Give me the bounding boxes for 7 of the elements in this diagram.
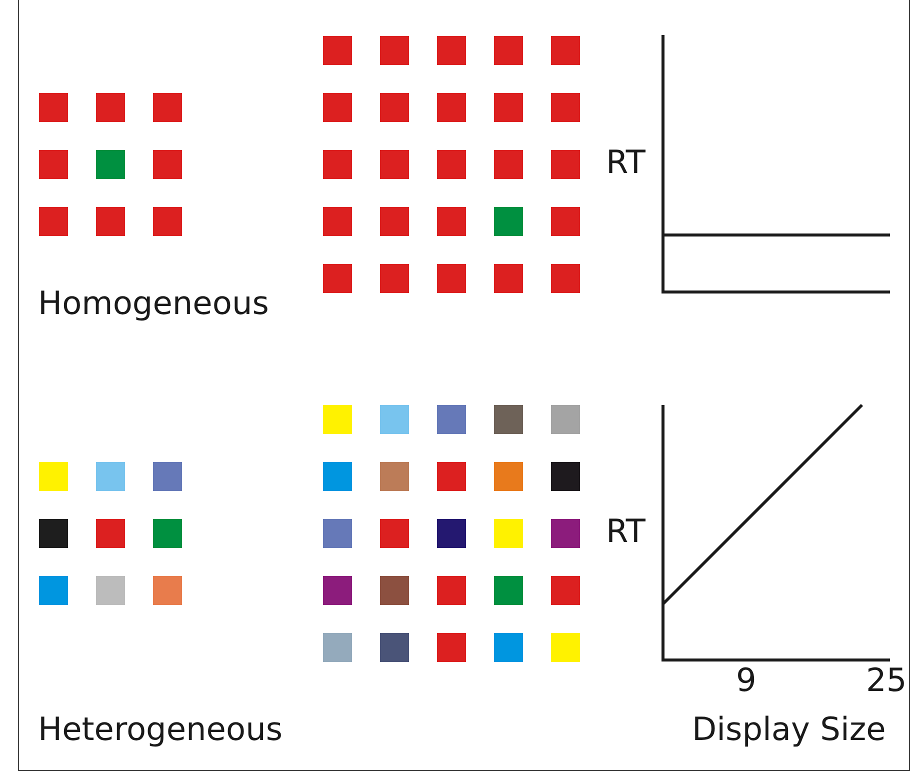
axis-label: Heterogeneous (38, 713, 283, 745)
axis-label: RT (606, 146, 646, 178)
axis-label: RT (606, 515, 646, 547)
axis-label: Homogeneous (38, 287, 269, 319)
axis-label: 25 (866, 664, 907, 696)
axis-label: 9 (736, 664, 756, 696)
axis-label: Display Size (692, 713, 886, 745)
